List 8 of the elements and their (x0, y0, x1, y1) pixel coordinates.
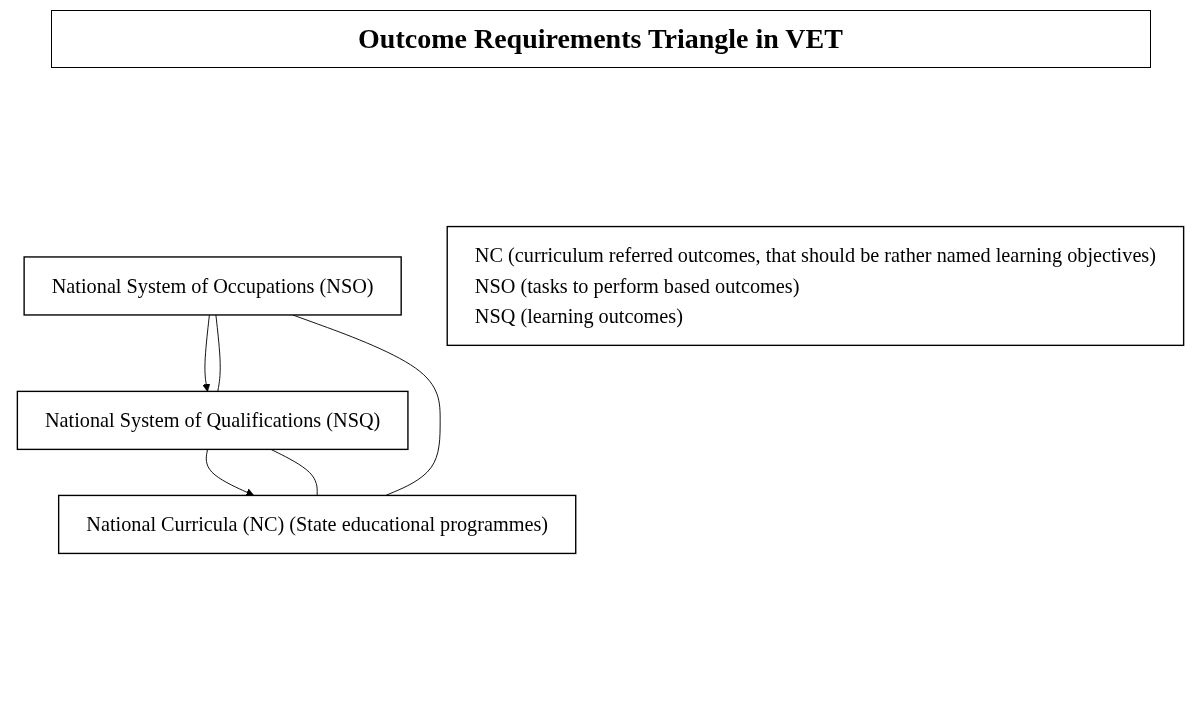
connector (215, 314, 221, 392)
node-box: National System of Occupations (NSO) (23, 256, 402, 316)
connector (270, 448, 318, 496)
node-box: National Curricula (NC) (State educational programmes) (57, 494, 577, 555)
node-box: NC (curriculum referred outcomes, that should be rather named learning objectives) NSO (tasks to perform based outcomes) NSQ (learning outcomes) (446, 225, 1185, 347)
diagram-title: Outcome Requirements Triangle in VET (50, 10, 1151, 68)
connector (292, 314, 441, 496)
node-box: National System of Qualifications (NSQ) (16, 390, 409, 451)
